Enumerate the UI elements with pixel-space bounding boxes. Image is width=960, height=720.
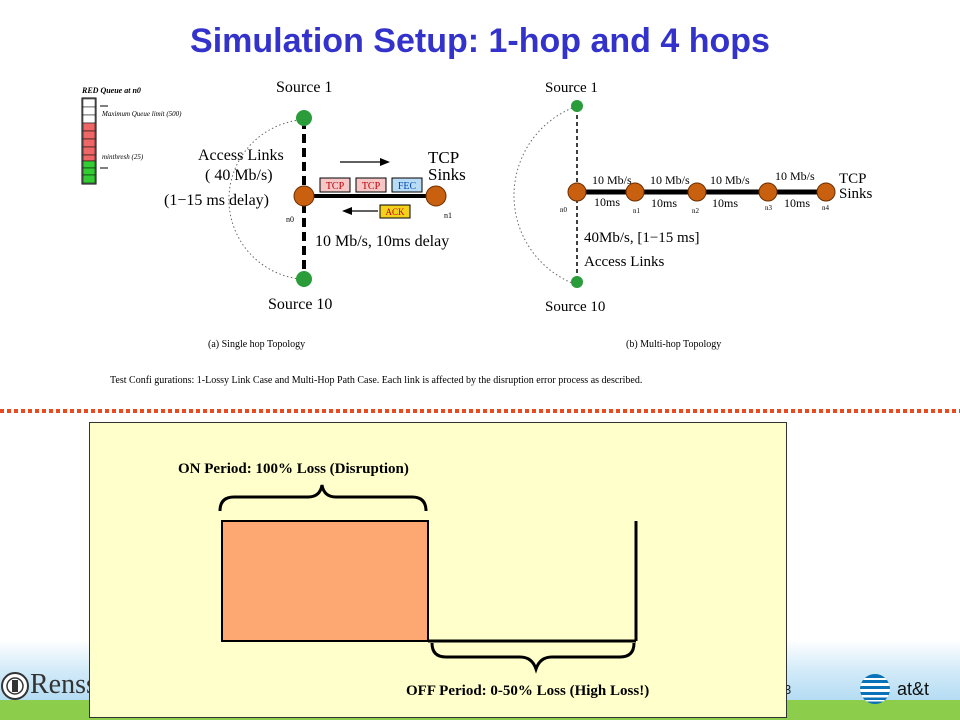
- rpi-logo-text: Renss: [30, 669, 97, 700]
- figure-caption: Test Confi gurations: 1-Lossy Link Case …: [110, 375, 642, 386]
- access-links-line3: (1−15 ms delay): [164, 192, 269, 209]
- off-period-label: OFF Period: 0-50% Loss (High Loss!): [406, 683, 649, 699]
- source-10-label: Source 10: [268, 296, 332, 313]
- mh-node-n1: [625, 182, 645, 202]
- mh-source-10-label: Source 10: [545, 299, 605, 315]
- node-n0-label: n0: [286, 215, 294, 224]
- disruption-diagram: ON Period: 100% Loss (Disruption) OFF Pe…: [178, 461, 649, 699]
- disruption-panel: ON Period: 100% Loss (Disruption) OFF Pe…: [89, 422, 787, 718]
- multi-hop-caption: (b) Multi-hop Topology: [626, 339, 721, 350]
- on-brace: [218, 484, 428, 512]
- att-logo-text: at&t: [897, 679, 930, 699]
- source-1-node: [296, 110, 312, 126]
- mh-rate-3: 10 Mb/s: [710, 173, 750, 187]
- red-queue-title: RED Queue at n0: [81, 86, 141, 95]
- mh-source-10-node: [571, 276, 583, 288]
- on-period-block: [221, 520, 429, 642]
- mh-source-1-node: [571, 100, 583, 112]
- mh-node-n2: [687, 182, 707, 202]
- on-period-label: ON Period: 100% Loss (Disruption): [178, 461, 409, 477]
- dotted-separator: [0, 409, 960, 413]
- mh-n2-label: n2: [692, 207, 700, 215]
- ack-packet: ACK: [385, 207, 405, 217]
- mh-node-n3: [758, 182, 778, 202]
- mh-rate-2: 10 Mb/s: [650, 173, 690, 187]
- packet-fec: FEC: [398, 181, 417, 192]
- mh-tcp-sinks-line1: TCP: [839, 171, 867, 187]
- minthresh-label: minthresh (25): [102, 153, 144, 161]
- mh-delay-1: 10ms: [594, 195, 620, 209]
- mh-access-rate: 40Mb/s, [1−15 ms]: [584, 230, 700, 246]
- tcp-sinks-line2: Sinks: [428, 165, 466, 184]
- single-hop-topology: TCP TCP FEC ACK Source 1 Source 10 Acces…: [164, 79, 466, 350]
- max-queue-label: Maximum Queue limit (500): [101, 110, 182, 118]
- node-n1-label: n1: [444, 211, 452, 220]
- packet-tcp-1: TCP: [326, 181, 345, 192]
- page-number: 3: [784, 682, 792, 697]
- link-label: 10 Mb/s, 10ms delay: [315, 233, 449, 250]
- mh-n0-label: n0: [560, 206, 568, 214]
- access-links-line2: ( 40 Mb/s): [205, 167, 273, 184]
- multi-hop-topology: Source 1 Source 10 10 Mb/s 10 Mb/s 10 Mb…: [513, 80, 873, 350]
- off-brace: [430, 642, 636, 674]
- slide-title: Simulation Setup: 1-hop and 4 hops: [190, 22, 770, 60]
- packet-tcp-2: TCP: [362, 181, 381, 192]
- single-hop-caption: (a) Single hop Topology: [208, 339, 305, 350]
- mh-delay-2: 10ms: [651, 196, 677, 210]
- access-links-line1: Access Links: [198, 147, 284, 164]
- mh-n3-label: n3: [765, 204, 773, 212]
- mh-access-links: Access Links: [584, 254, 665, 270]
- mh-source-1-label: Source 1: [545, 80, 598, 96]
- att-globe-icon: [860, 674, 890, 704]
- mh-delay-3: 10ms: [712, 196, 738, 210]
- mh-tcp-sinks-line2: Sinks: [839, 186, 873, 202]
- node-n1: [425, 185, 447, 207]
- source-10-node: [296, 271, 312, 287]
- source-1-label: Source 1: [276, 79, 332, 96]
- mh-rate-1: 10 Mb/s: [592, 173, 632, 187]
- mh-rate-4: 10 Mb/s: [775, 169, 815, 183]
- topology-figure: RED Queue at n0 Maximum Queue limit (500…: [81, 79, 873, 386]
- red-queue: RED Queue at n0 Maximum Queue limit (500…: [81, 86, 182, 185]
- mh-n4-label: n4: [822, 204, 830, 212]
- mh-node-n4: [816, 182, 836, 202]
- mh-n1-label: n1: [633, 207, 641, 215]
- node-n0: [293, 185, 315, 207]
- mh-delay-4: 10ms: [784, 196, 810, 210]
- mh-node-n0: [567, 182, 587, 202]
- tcp-sinks-line1: TCP: [428, 148, 459, 167]
- rpi-seal-icon: [1, 672, 29, 700]
